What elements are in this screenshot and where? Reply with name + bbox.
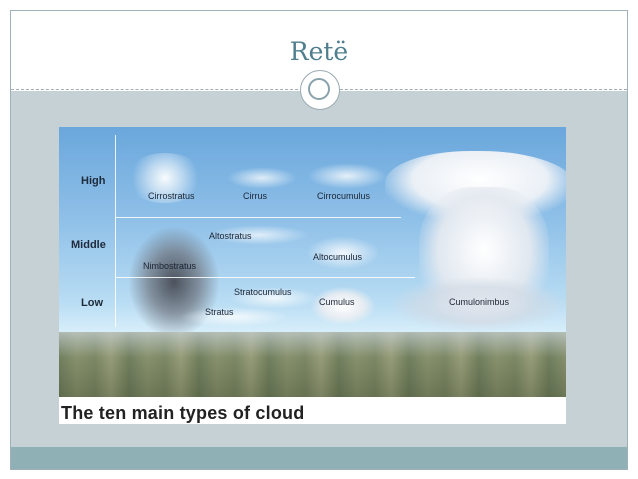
caption-bar [59,397,566,424]
stratus-cloud [179,307,289,327]
label-stratus: Stratus [205,307,234,317]
label-stratocumulus: Stratocumulus [234,287,292,297]
altostratus-cloud [209,225,309,245]
high-middle-divider [115,217,401,218]
label-cirrocumulus: Cirrocumulus [317,191,371,201]
stratocumulus-cloud [229,287,319,309]
label-cirrus: Cirrus [243,191,267,201]
level-label-middle: Middle [71,239,106,251]
label-cirrostratus: Cirrostratus [148,191,195,201]
footer-band [11,447,627,469]
label-altocumulus: Altocumulus [313,252,363,262]
ground-haze [59,332,566,397]
cirrocumulus-cloud [307,163,387,189]
middle-low-divider [115,277,415,278]
level-axis-line [115,135,116,327]
ornament-ring [308,78,330,100]
label-cumulus: Cumulus [319,297,355,307]
cirrostratus-cloud [125,153,205,203]
cumulus-cloud [311,287,375,325]
slide-title: Retë [289,37,349,66]
level-label-low: Low [81,297,103,309]
cirrus-cloud [227,167,297,189]
cumulonimbus-base [391,277,566,332]
label-nimbostratus: Nimbostratus [143,261,197,271]
cloud-types-figure: High Middle Low Cirrostratus Cirrus Cirr… [59,127,566,424]
altocumulus-cloud [303,235,383,271]
label-altostratus: Altostratus [209,231,252,241]
divider-ornament-icon [300,70,340,110]
figure-caption: The ten main types of cloud [61,403,305,423]
level-label-high: High [81,175,106,187]
label-cumulonimbus: Cumulonimbus [449,297,510,307]
